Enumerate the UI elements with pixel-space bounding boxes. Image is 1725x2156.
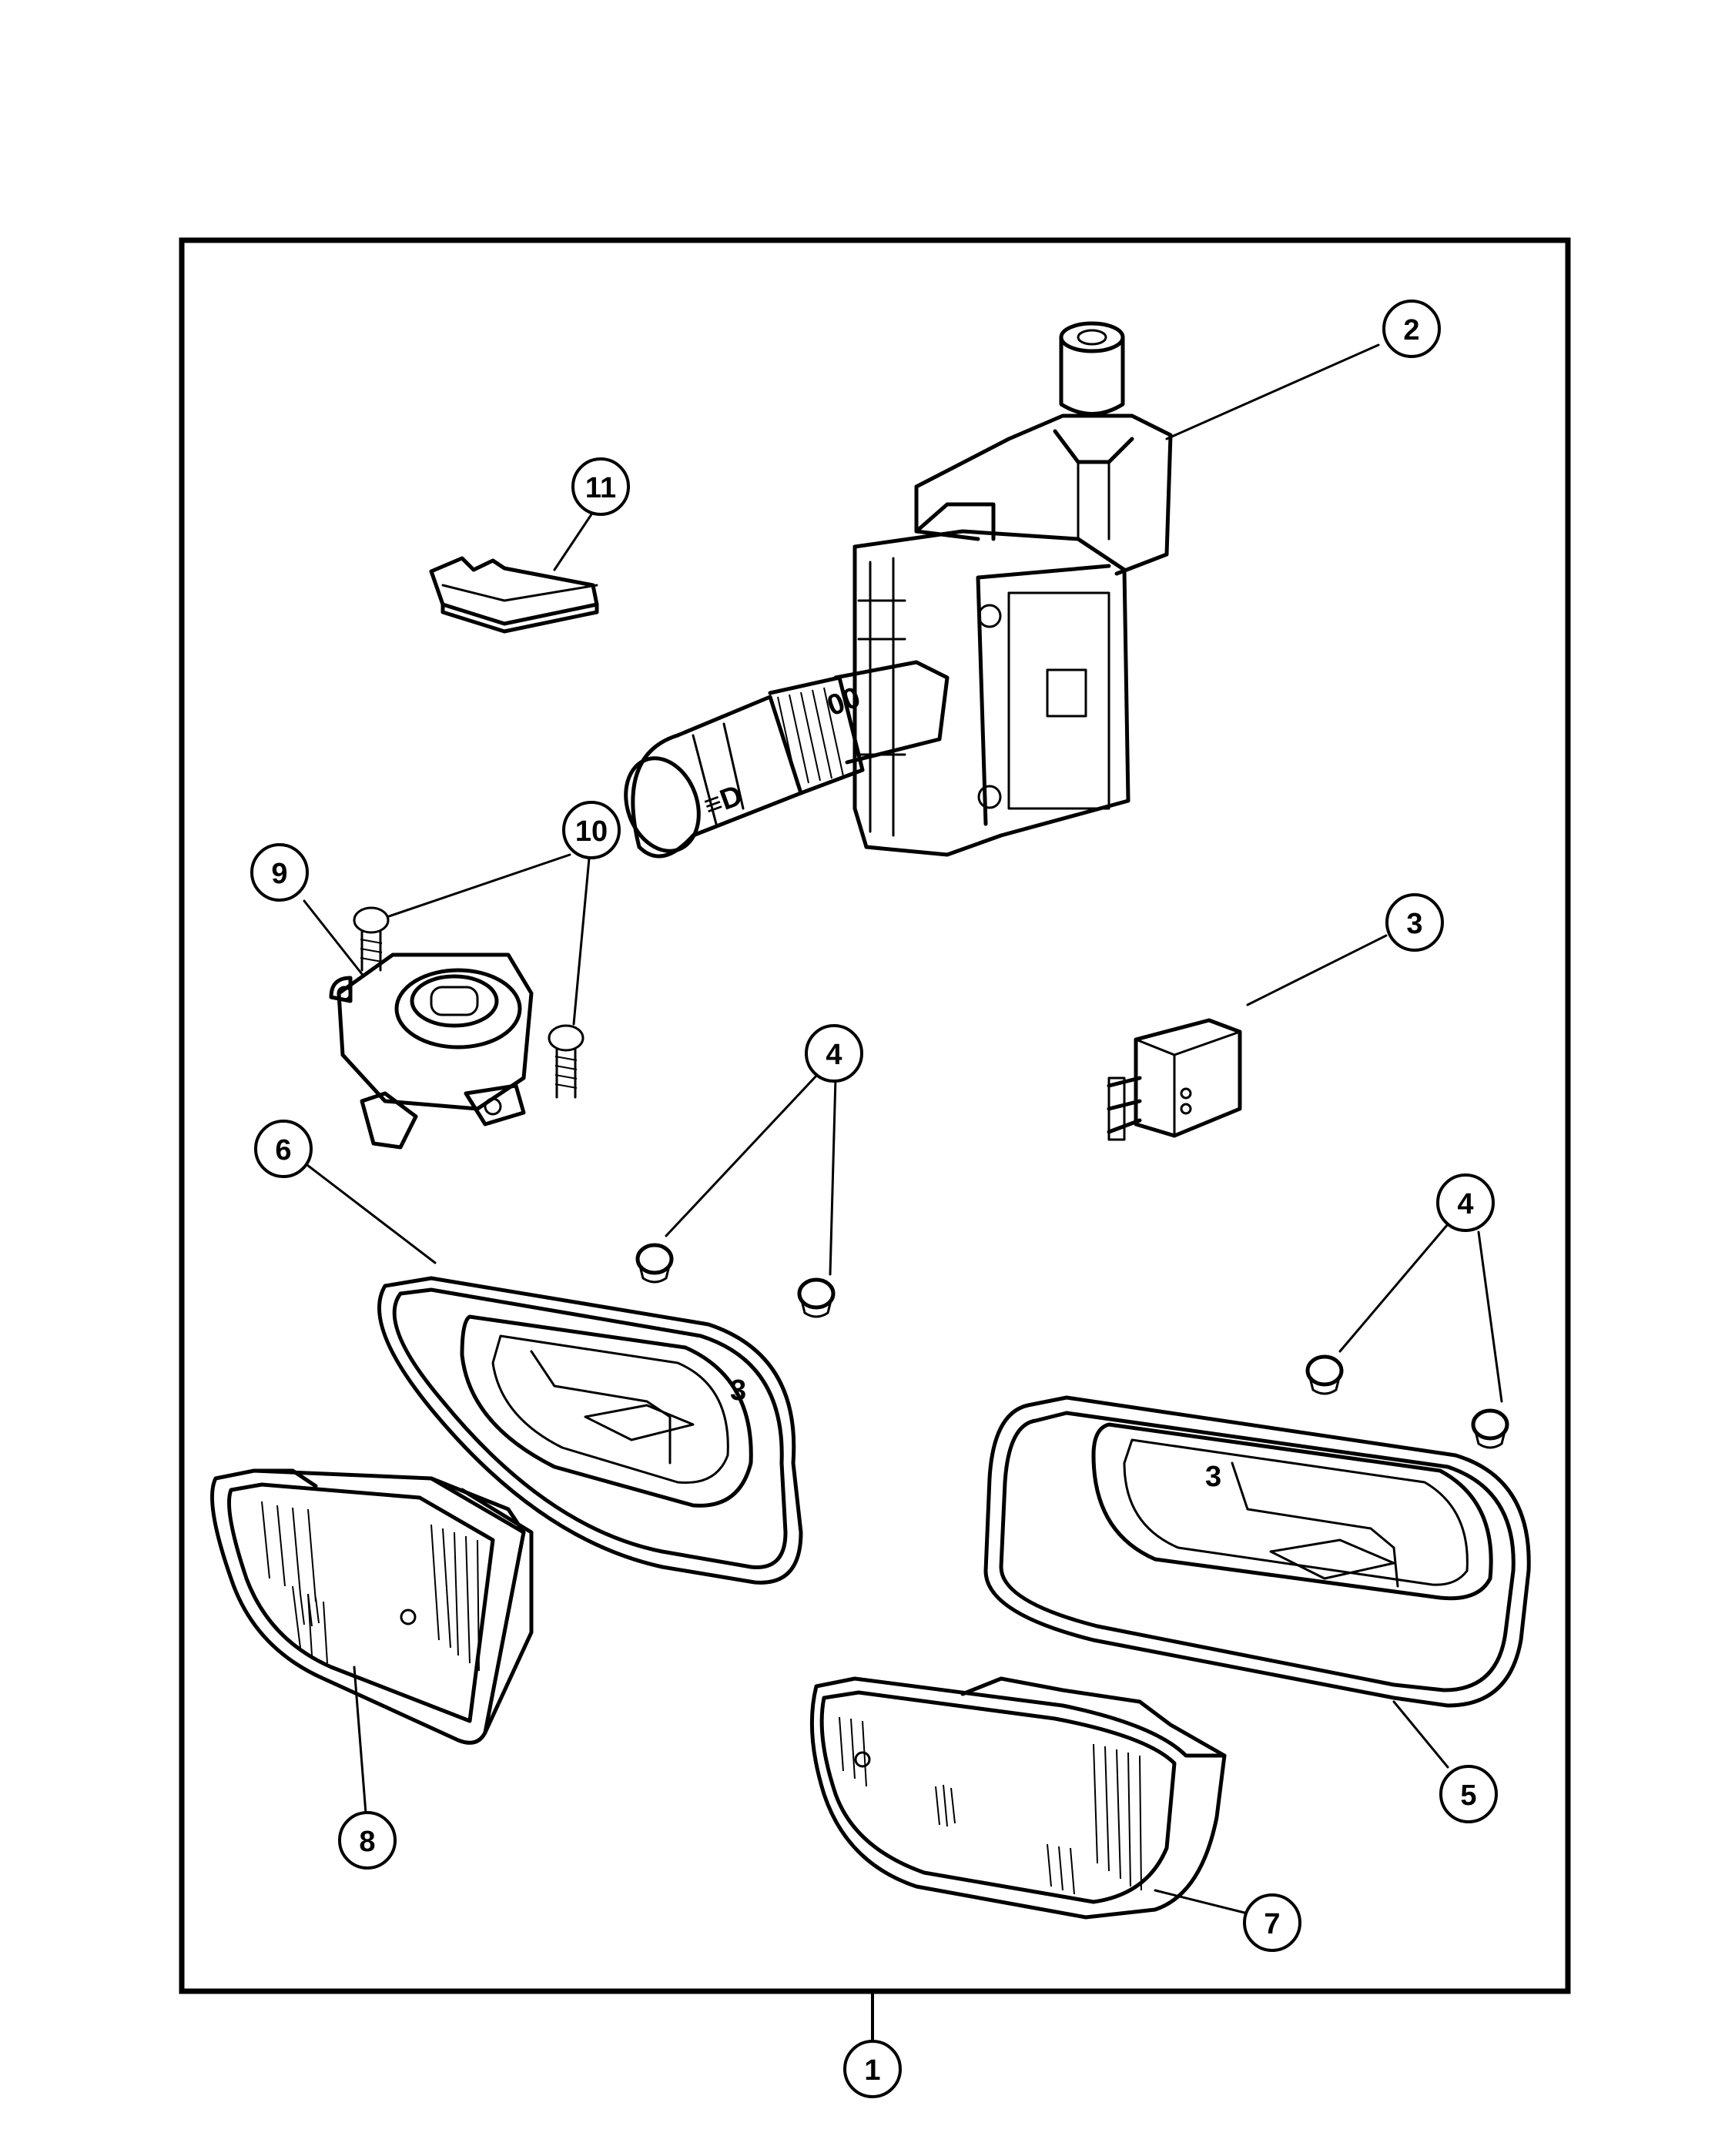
- callout-6: 6: [254, 1120, 313, 1178]
- callout-label-10: 10: [575, 815, 608, 848]
- callout-label-9: 9: [271, 858, 287, 890]
- callout-5: 5: [1439, 1765, 1498, 1823]
- callout-4a: 4: [805, 1024, 863, 1083]
- callout-11: 11: [571, 457, 630, 516]
- callout-label-8: 8: [359, 1826, 375, 1858]
- callout-label-3: 3: [1406, 908, 1422, 940]
- left-fog-lamp-part: [210, 1468, 534, 1815]
- svg-text:00: 00: [823, 681, 865, 723]
- multifunction-switch-part: ≡D 00: [624, 321, 1380, 859]
- callout-label-11: 11: [585, 472, 616, 504]
- diagram-frame: [179, 237, 1571, 1994]
- right-bezel-part: 3: [983, 1395, 1531, 1769]
- module-part: [429, 511, 599, 634]
- callout-label-2: 2: [1403, 314, 1419, 346]
- callout-label-4b: 4: [1457, 1188, 1473, 1220]
- callout-7: 7: [1243, 1893, 1301, 1952]
- right-fog-lamp-part: [809, 1676, 1249, 1920]
- callout-label-1: 1: [864, 2054, 880, 2087]
- callout-3: 3: [1385, 893, 1444, 952]
- svg-text:3: 3: [1205, 1461, 1221, 1493]
- callout-10: 10: [562, 801, 621, 859]
- callout-label-4a: 4: [826, 1039, 842, 1071]
- callout-8: 8: [338, 1811, 397, 1870]
- relay-part: [1107, 934, 1388, 1141]
- callout-label-6: 6: [275, 1134, 291, 1167]
- svg-text:3: 3: [730, 1374, 746, 1407]
- sensor-part: [303, 853, 591, 1150]
- callout-9: 9: [250, 843, 309, 902]
- left-bezel-part: 3: [303, 1161, 803, 1585]
- clip-parts: [635, 1073, 1509, 1449]
- callout-1: 1: [843, 2040, 902, 2098]
- callout-2: 2: [1382, 300, 1441, 358]
- callout-4b: 4: [1436, 1173, 1495, 1232]
- callout-label-7: 7: [1264, 1908, 1280, 1940]
- callout-label-5: 5: [1460, 1779, 1476, 1812]
